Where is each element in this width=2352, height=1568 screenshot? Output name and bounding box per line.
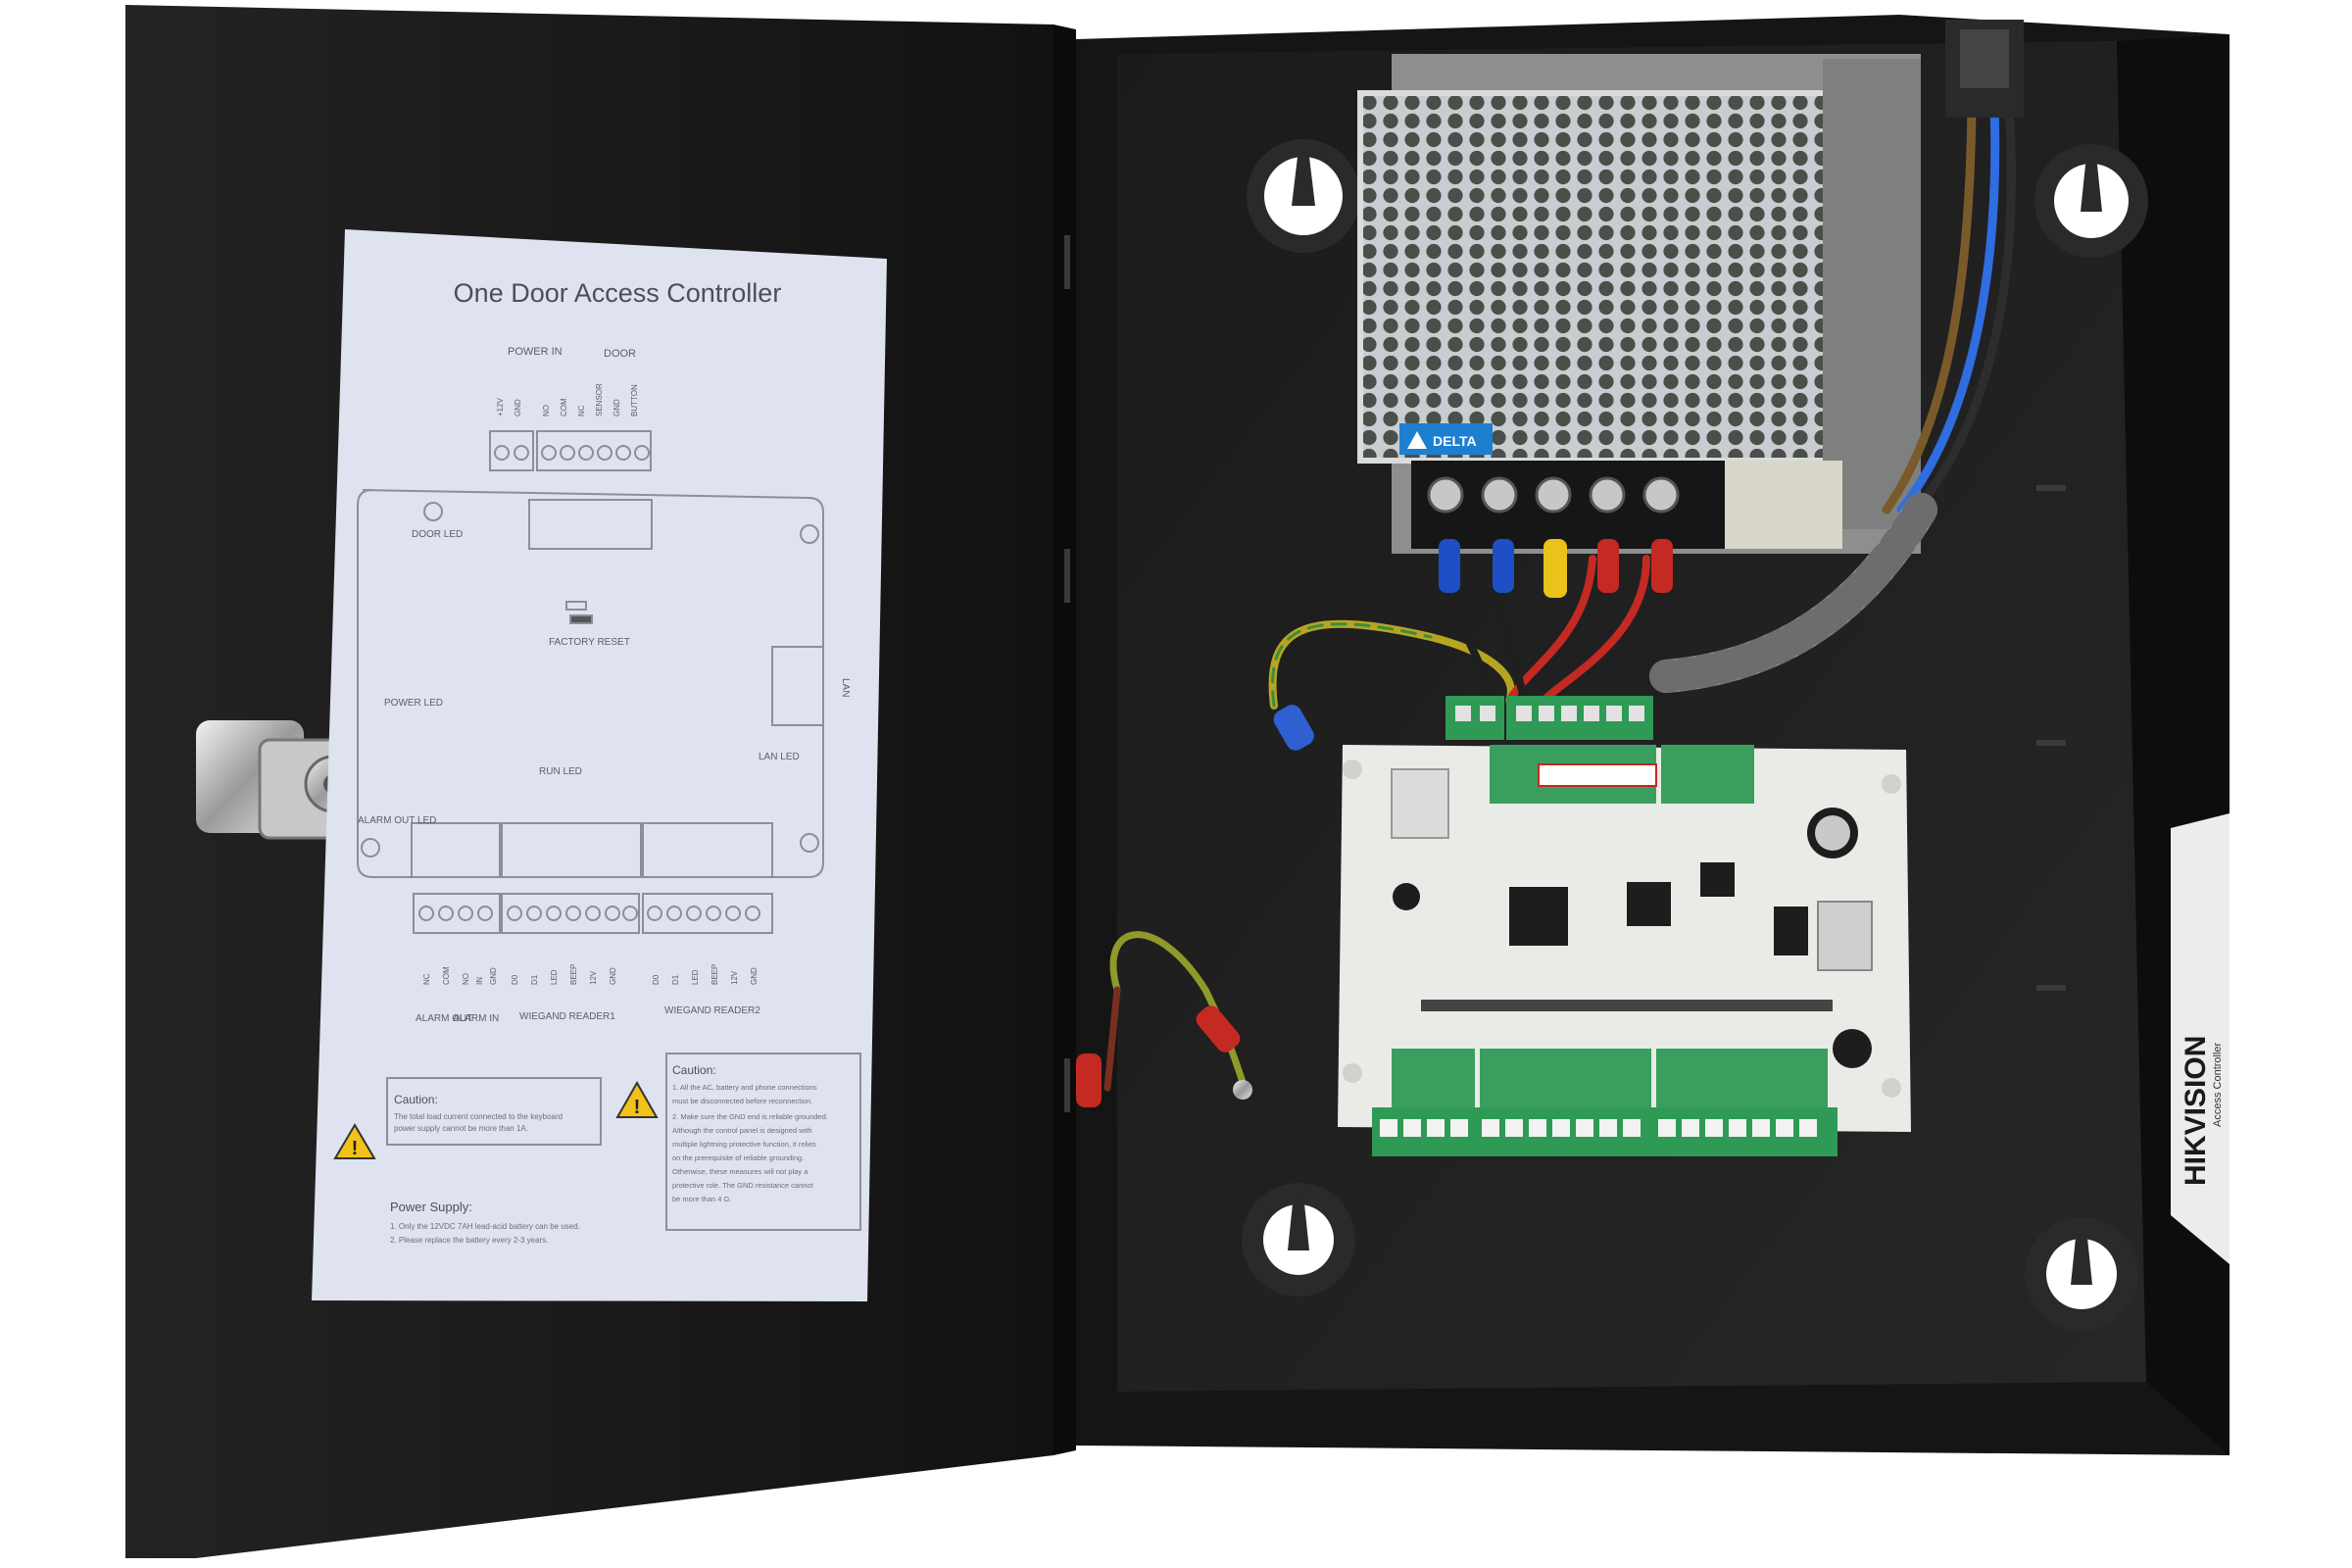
side-label-brand: HIKVISION (2180, 1036, 2212, 1186)
caution-right-line: on the prerequisite of reliable groundin… (672, 1153, 804, 1162)
caution-right-line: multiple lightning protective function, … (672, 1140, 816, 1149)
pin-label: 12V (589, 970, 598, 985)
pin-label: GND (609, 967, 617, 985)
terminal-drawing-top (489, 430, 652, 471)
pin-label: D1 (671, 974, 680, 985)
pin-label: BEEP (710, 964, 719, 985)
caution-right-heading: Caution: (672, 1063, 716, 1077)
pin-label: NO (542, 405, 551, 416)
pin-label: LED (691, 969, 700, 985)
pin-label: NC (422, 973, 431, 985)
caution-right-line: 2. Make sure the GND end is reliable gro… (672, 1112, 828, 1121)
pin-label: SENSOR (595, 383, 604, 416)
terminal-drawing-bottom (413, 893, 773, 934)
pin-label: NO (462, 973, 470, 985)
caution-left-line1: The total load current connected to the … (394, 1112, 563, 1121)
label-alarm-out-led: ALARM OUT LED (358, 815, 436, 826)
label-wiegand-reader1: WIEGAND READER1 (519, 1011, 615, 1022)
power-supply-line1: 1. Only the 12VDC 7AH lead-acid battery … (390, 1222, 580, 1231)
caution-right-line: 1. All the AC, battery and phone connect… (672, 1083, 817, 1092)
crimp-terminals (1076, 539, 1673, 1107)
pin-label: GND (489, 967, 498, 985)
label-alarm-out: ALARM OUT (416, 1013, 472, 1024)
label-factory-reset: FACTORY RESET (549, 637, 630, 648)
bottom-pin-labels: NC COM NO IN GND D0 D1 LED BEEP 12V GND … (422, 964, 759, 985)
label-wiegand-reader2: WIEGAND READER2 (664, 1005, 760, 1016)
wiring (1103, 103, 2016, 1092)
door-pin-labels: NO COM NC SENSOR GND BUTTON (542, 383, 639, 416)
pin-label: GND (612, 399, 621, 416)
power-supply-line2: 2. Please replace the battery every 2-3 … (390, 1236, 548, 1245)
mounting-hole (2025, 1217, 2138, 1331)
label-lan: LAN (840, 678, 851, 697)
pin-label: D1 (530, 974, 539, 985)
warning-icon: ! (352, 1138, 359, 1159)
pin-label: IN (475, 977, 484, 985)
board-outline-drawing (357, 489, 824, 878)
pin-label: D0 (652, 974, 661, 985)
label-title: One Door Access Controller (454, 278, 782, 308)
pin-label: 12V (730, 970, 739, 985)
pin-label: GND (514, 399, 522, 416)
pin-label: COM (560, 398, 568, 416)
caution-left-line2: power supply cannot be more than 1A. (394, 1124, 528, 1133)
caution-left: ! Caution: The total load current connec… (333, 1077, 602, 1159)
pin-label: LED (550, 969, 559, 985)
mounting-hole (2034, 144, 2148, 258)
wiring-label-sheet: One Door Access Controller POWER IN DOOR… (312, 229, 887, 1301)
power-supply-unit: DELTA (1357, 54, 1921, 554)
caution-right: ! Caution: 1. All the AC, battery and ph… (615, 1053, 861, 1231)
pin-label: COM (442, 966, 451, 985)
label-door: DOOR (604, 348, 636, 360)
pin-label: NC (577, 405, 586, 416)
mounting-hole (1242, 1183, 1355, 1297)
side-label-product: Access Controller (2212, 1042, 2224, 1127)
power-supply-note: Power Supply: 1. Only the 12VDC 7AH lead… (390, 1200, 580, 1245)
controller-board (1338, 696, 1911, 1156)
product-side-label: HIKVISION Access Controller (2171, 813, 2230, 1264)
caution-right-line: protective role. The GND resistance cann… (672, 1181, 814, 1190)
caution-right-line: be more than 4 Ω. (672, 1195, 731, 1203)
pin-label: D0 (511, 974, 519, 985)
pin-label: GND (750, 967, 759, 985)
caution-right-line: must be disconnected before reconnection… (672, 1097, 812, 1105)
label-power-in: POWER IN (508, 346, 563, 358)
mounting-hole (1247, 139, 1360, 253)
warning-icon: ! (634, 1097, 641, 1118)
label-power-led: POWER LED (384, 698, 443, 709)
caution-left-heading: Caution: (394, 1093, 438, 1106)
label-alarm-in: ALARM IN (453, 1013, 499, 1024)
cable-gland (1945, 20, 2024, 118)
psu-brand: DELTA (1433, 433, 1477, 449)
caution-right-line: Although the control panel is designed w… (672, 1126, 812, 1135)
pin-label: BUTTON (630, 384, 639, 416)
caution-right-line: Otherwise, these measures will not play … (672, 1167, 808, 1176)
pin-label: +12V (496, 397, 505, 416)
pin-label: BEEP (569, 964, 578, 985)
label-lan-led: LAN LED (759, 752, 800, 762)
power-pin-labels: +12V GND (496, 397, 522, 416)
label-run-led: RUN LED (539, 766, 582, 777)
label-door-led: DOOR LED (412, 529, 463, 540)
power-supply-heading: Power Supply: (390, 1200, 472, 1214)
